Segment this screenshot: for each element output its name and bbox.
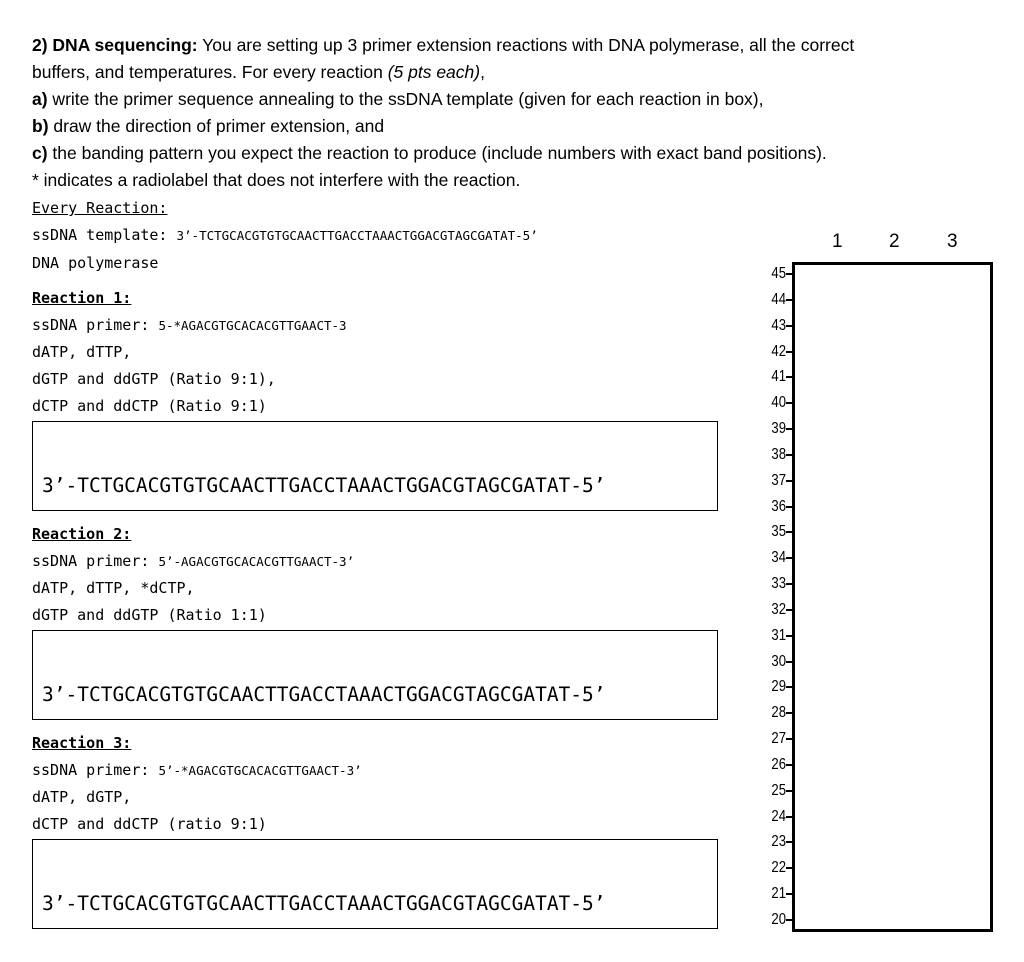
instruction-c: c) the banding pattern you expect the re… [32, 143, 827, 163]
gel-scale-label: 36 [771, 497, 786, 515]
reaction-1-box-sequence: 3’-TCTGCACGTGTGCAACTTGACCTAAACTGGACGTAGC… [42, 474, 606, 497]
gel-scale-tick [786, 273, 794, 275]
reaction-3-heading: Reaction 3: [32, 734, 132, 752]
gel-scale-label: 43 [771, 316, 786, 334]
gel-scale-tick [786, 841, 794, 844]
reaction-3-line2: dCTP and ddCTP (ratio 9:1) [32, 815, 267, 833]
gel-scale-label: 32 [771, 600, 786, 618]
instruction-b: b) draw the direction of primer extensio… [32, 116, 385, 136]
gel-scale-label: 26 [771, 755, 786, 773]
gel-scale-label: 39 [771, 420, 786, 438]
reaction-1-line3: dCTP and ddCTP (Ratio 9:1) [32, 397, 267, 415]
gel-lane-1-label: 1 [832, 231, 843, 252]
gel-scale-tick [786, 298, 794, 301]
gel-scale-tick [786, 634, 794, 637]
gel-answer-area[interactable] [792, 262, 993, 932]
gel-scale-label: 22 [771, 859, 786, 877]
gel-scale-label: 27 [771, 730, 786, 748]
gel-scale-label: 33 [771, 575, 786, 593]
gel-scale-tick [786, 583, 794, 586]
gel-scale-tick [786, 350, 794, 353]
gel-scale-tick [786, 815, 794, 818]
gel-lane-3-label: 3 [947, 231, 958, 252]
gel-scale-label: 38 [771, 445, 786, 463]
gel-scale-tick [786, 324, 794, 327]
template-sequence: 3’-TCTGCACGTGTGCAACTTGACCTAAACTGGACGTAGC… [176, 228, 538, 243]
gel-scale-tick [786, 376, 794, 379]
intro-line-1: 2) DNA sequencing: You are setting up 3 … [32, 35, 855, 55]
reaction-1-line2: dGTP and ddGTP (Ratio 9:1), [32, 370, 276, 388]
gel-scale-tick [786, 402, 794, 405]
question-heading: 2) DNA sequencing: [32, 35, 198, 55]
gel-scale-tick [786, 738, 794, 741]
radiolabel-note: * indicates a radiolabel that does not i… [32, 170, 521, 190]
points-note: (5 pts each) [387, 62, 481, 82]
gel-scale-label: 29 [771, 678, 786, 696]
gel-scale-tick [786, 557, 794, 560]
reaction-3-answer-box[interactable]: 3’-TCTGCACGTGTGCAACTTGACCTAAACTGGACGTAGC… [32, 839, 718, 929]
reaction-2-answer-box[interactable]: 3’-TCTGCACGTGTGCAACTTGACCTAAACTGGACGTAGC… [32, 630, 718, 720]
gel-scale-label: 31 [771, 626, 786, 644]
gel-scale-label: 45 [771, 265, 786, 282]
question-intro: 2) DNA sequencing: You are setting up 3 … [32, 32, 992, 194]
reaction-3-box-sequence: 3’-TCTGCACGTGTGCAACTTGACCTAAACTGGACGTAGC… [42, 892, 606, 915]
gel-scale-label: 41 [771, 368, 786, 386]
reaction-2-line2: dGTP and ddGTP (Ratio 1:1) [32, 606, 267, 624]
gel-scale-tick [786, 531, 794, 534]
gel-scale-label: 20 [771, 911, 786, 928]
reaction-1-primer: ssDNA primer: 5-*AGACGTGCACACGTTGAACT-3 [32, 316, 347, 334]
gel-scale-label: 35 [771, 523, 786, 541]
gel-scale-label: 34 [771, 549, 786, 567]
gel-scale-label: 30 [771, 652, 786, 670]
reaction-3-primer: ssDNA primer: 5’-*AGACGTGCACACGTTGAACT-3… [32, 761, 362, 779]
template-label: ssDNA template: [32, 226, 177, 244]
gel-scale-label: 40 [771, 394, 786, 412]
reaction-2-line1: dATP, dTTP, *dCTP, [32, 579, 195, 597]
gel-scale-tick [786, 712, 794, 715]
gel-scale-tick [786, 867, 794, 870]
gel-scale-label: 25 [771, 781, 786, 799]
gel-scale-tick [786, 505, 794, 508]
every-reaction-heading: Every Reaction: [32, 199, 168, 217]
polymerase-line: DNA polymerase [32, 254, 159, 272]
gel-scale-label: 42 [771, 342, 786, 360]
gel-scale-tick [786, 428, 794, 431]
gel-scale-tick [786, 479, 794, 482]
gel-scale-tick [786, 763, 794, 766]
reaction-2-primer: ssDNA primer: 5’-AGACGTGCACACGTTGAACT-3’ [32, 552, 355, 570]
reaction-1-line1: dATP, dTTP, [32, 343, 132, 361]
instruction-a: a) write the primer sequence annealing t… [32, 89, 764, 109]
gel-lane-2-label: 2 [889, 231, 900, 252]
gel-scale-tick [786, 686, 794, 689]
gel-scale-label: 37 [771, 471, 786, 489]
gel-scale-tick [786, 608, 794, 611]
gel-scale-label: 24 [771, 807, 786, 825]
intro-line-2: buffers, and temperatures. For every rea… [32, 62, 485, 82]
gel-scale-tick [786, 660, 794, 663]
reaction-2-box-sequence: 3’-TCTGCACGTGTGCAACTTGACCTAAACTGGACGTAGC… [42, 683, 606, 706]
gel-scale-tick [786, 893, 794, 896]
template-line: ssDNA template: 3’-TCTGCACGTGTGCAACTTGAC… [32, 226, 538, 244]
reaction-1-answer-box[interactable]: 3’-TCTGCACGTGTGCAACTTGACCTAAACTGGACGTAGC… [32, 421, 718, 511]
reaction-2-heading: Reaction 2: [32, 525, 132, 543]
gel-scale-label: 21 [771, 885, 786, 903]
gel-scale-label: 23 [771, 833, 786, 851]
gel-scale-tick [786, 789, 794, 792]
gel-scale-label: 44 [771, 290, 786, 308]
gel-scale-tick [786, 919, 794, 921]
gel-scale-label: 28 [771, 704, 786, 722]
gel-scale-tick [786, 453, 794, 456]
reaction-3-line1: dATP, dGTP, [32, 788, 132, 806]
reaction-1-heading: Reaction 1: [32, 289, 132, 307]
